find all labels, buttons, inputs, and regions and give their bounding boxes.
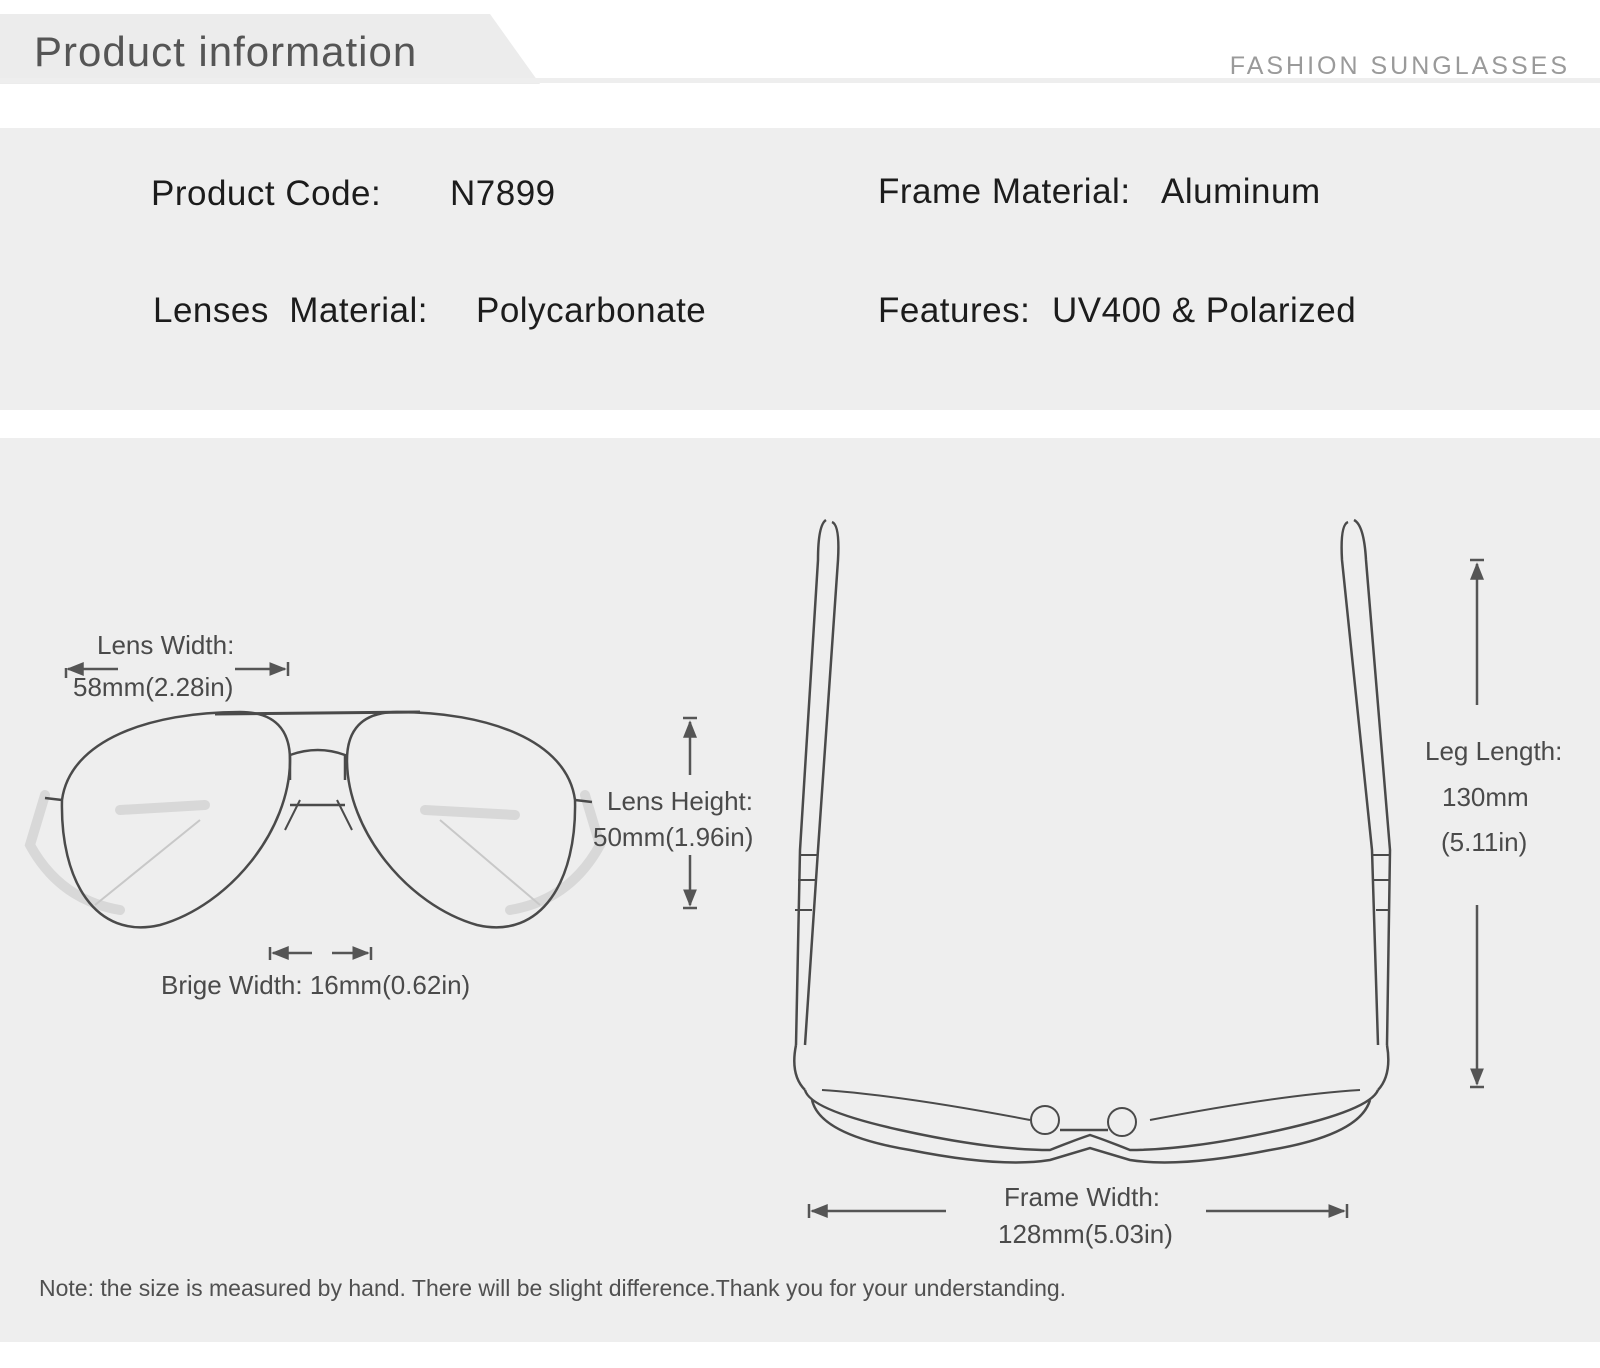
front-view-glasses-icon — [24, 710, 606, 929]
leg-length-value-inches: (5.11in) — [1441, 827, 1528, 857]
measurement-note: Note: the size is measured by hand. Ther… — [39, 1275, 1067, 1301]
header-tab-background — [0, 14, 540, 84]
lens-width-label: Lens Width: — [97, 630, 235, 660]
leg-length-arrow — [1470, 558, 1484, 1089]
page-title: Product information — [34, 28, 418, 75]
features-label: Features: — [878, 291, 1031, 330]
product-info-panel — [0, 128, 1600, 410]
leg-length-value: 130mm — [1442, 782, 1529, 812]
features-value: UV400 & Polarized — [1052, 291, 1357, 330]
frame-material-value: Aluminum — [1161, 172, 1321, 211]
lens-width-value: 58mm(2.28in) — [73, 672, 234, 702]
leg-length-label: Leg Length: — [1425, 736, 1563, 766]
lens-width-arrow — [64, 662, 290, 678]
lenses-material-label: Lenses Material: — [153, 291, 429, 330]
frame-width-value: 128mm(5.03in) — [998, 1219, 1173, 1249]
brand-tagline: FASHION SUNGLASSES — [1229, 52, 1570, 80]
product-code-label: Product Code: — [151, 174, 382, 213]
frame-width-label: Frame Width: — [1004, 1182, 1161, 1212]
lens-height-arrow — [683, 716, 697, 910]
lens-height-label: Lens Height: — [607, 786, 753, 816]
lenses-material-value: Polycarbonate — [476, 291, 707, 330]
bridge-width-arrow — [268, 946, 373, 960]
frame-width-arrow — [807, 1204, 1349, 1218]
header-underline — [0, 78, 1600, 83]
lens-height-value: 50mm(1.96in) — [593, 822, 754, 852]
bridge-width-label: Brige Width: 16mm(0.62in) — [161, 970, 471, 1000]
frame-material-label: Frame Material: — [878, 172, 1131, 211]
top-view-glasses-icon — [793, 518, 1392, 1164]
product-code-value: N7899 — [450, 174, 556, 213]
